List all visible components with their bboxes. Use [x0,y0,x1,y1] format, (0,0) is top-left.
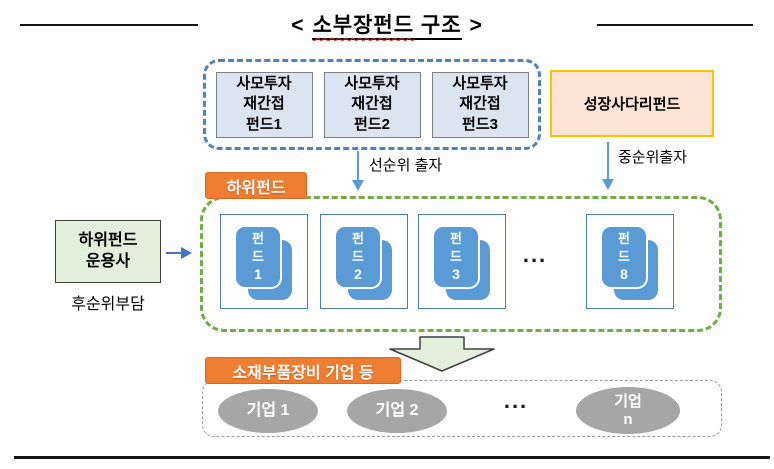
title-word2: 구조 [420,14,462,37]
company-1-ellipse: 기업 1 [218,389,318,433]
fund-3-number: 3 [452,266,460,283]
fund-2-box: 펀 드 2 [320,214,408,309]
company-1-label: 기업 1 [246,401,290,419]
subordinated-flow-label: 후순위부담 [71,296,145,313]
mezzanine-flow-label: 중순위출자 [618,149,688,166]
fund-1-number: 1 [254,266,262,283]
fund-2-front-card-icon: 펀 드 2 [334,225,382,289]
private-equity-group: 사모투자 재간접 펀드1 사모투자 재간접 펀드2 사모투자 재간접 펀드3 [203,59,541,150]
manager-line2: 운용사 [85,252,131,270]
fund-8-number: 8 [620,266,628,283]
fund-3-char2: 드 [450,248,462,264]
company-n-line2: n [623,410,633,428]
growth-ladder-fund-box: 성장사다리펀드 [550,70,714,137]
fund-3-stack-icon: 펀 드 3 [432,225,492,301]
fund-8-box: 펀 드 8 [586,214,674,309]
company-2-ellipse: 기업 2 [347,389,447,433]
manager-right-arrow-icon [166,247,192,259]
fund-8-char1: 펀 [618,231,630,246]
fund-1-char2: 드 [252,248,264,264]
senior-down-arrow-icon [352,151,364,191]
company-ellipsis: ... [503,388,529,413]
fund-8-char2: 드 [618,248,630,264]
mezzanine-down-arrow-icon [602,142,614,190]
title-underlined: 소부장펀드 구조 [312,14,462,40]
title-close-bracket: > [469,14,483,37]
fund-3-char1: 펀 [450,231,462,246]
pe-fund-2-line2: 재간접 [351,95,393,113]
pe-fund-3-line1: 사모투자 [452,75,508,93]
sub-fund-tag-label: 하위펀드 [226,179,286,197]
fund-1-char1: 펀 [252,231,264,246]
pe-fund-3-line2: 재간접 [459,95,501,113]
sub-fund-tag: 하위펀드 [205,172,307,199]
pe-fund-1-line1: 사모투자 [236,75,292,93]
pe-fund-1-line3: 펀드1 [246,115,282,133]
pe-fund-1-line2: 재간접 [243,95,285,113]
company-container [202,380,722,437]
sub-fund-ellipsis: ... [522,242,548,267]
block-down-arrow-icon [389,336,495,372]
fund-3-box: 펀 드 3 [418,214,506,309]
fund-8-front-card-icon: 펀 드 8 [600,225,648,289]
pe-fund-1-box: 사모투자 재간접 펀드1 [215,71,313,138]
growth-ladder-fund-label: 성장사다리펀드 [583,96,681,113]
fund-2-number: 2 [354,266,362,283]
company-tag: 소재부품장비 기업 등 [205,357,401,384]
pe-fund-2-line3: 펀드2 [354,115,390,133]
company-n-ellipse: 기업 n [576,387,680,434]
header-rule-right [597,24,753,26]
pe-fund-2-box: 사모투자 재간접 펀드2 [323,71,421,138]
title-open-bracket: < [291,14,305,37]
footer-rule [14,456,770,459]
fund-8-stack-icon: 펀 드 8 [600,225,660,301]
company-n-line1: 기업 [614,393,642,411]
senior-flow-label: 선순위 출자 [369,157,443,174]
title-word1: 소부장펀드 [312,14,415,37]
page-title: < 소부장펀드 구조 > [0,9,774,40]
manager-line1: 하위펀드 [78,231,138,249]
fund-1-box: 펀 드 1 [220,214,308,309]
sub-fund-container [200,196,722,332]
fund-1-stack-icon: 펀 드 1 [234,225,294,301]
company-tag-label: 소재부품장비 기업 등 [232,364,374,382]
pe-fund-3-line3: 펀드3 [462,115,498,133]
company-2-label: 기업 2 [375,401,419,419]
pe-fund-3-box: 사모투자 재간접 펀드3 [431,71,529,138]
sub-fund-manager-box: 하위펀드 운용사 [55,220,161,283]
fund-3-front-card-icon: 펀 드 3 [432,225,480,289]
fund-1-front-card-icon: 펀 드 1 [234,225,282,289]
fund-2-char1: 펀 [352,231,364,246]
fund-2-stack-icon: 펀 드 2 [334,225,394,301]
pe-fund-2-line1: 사모투자 [344,75,400,93]
fund-2-char2: 드 [352,248,364,264]
header-rule-left [20,24,198,26]
